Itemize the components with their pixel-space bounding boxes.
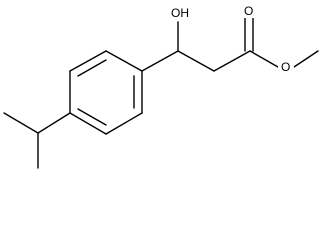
atom-labels: OH O O bbox=[169, 4, 294, 74]
ring-double-bond bbox=[77, 59, 107, 77]
methoxy-bond bbox=[293, 50, 319, 68]
carbinol-bond bbox=[141, 50, 179, 72]
ester-bond bbox=[249, 50, 279, 68]
isopropyl-bond bbox=[3, 112, 39, 134]
methylene-bond bbox=[177, 50, 215, 72]
side-chain bbox=[141, 17, 319, 72]
carbonyl-oxygen-label: O bbox=[244, 4, 253, 18]
isopropyl-group bbox=[3, 112, 71, 169]
ring-bond bbox=[105, 50, 143, 72]
benzene-ring bbox=[69, 50, 143, 135]
ring-double-bond bbox=[77, 108, 107, 126]
carbonyl-carbon-bond bbox=[213, 50, 251, 72]
ring-bond bbox=[69, 112, 107, 135]
ring-bond bbox=[105, 112, 143, 135]
chemical-structure: OH O O bbox=[3, 4, 319, 169]
ester-oxygen-label: O bbox=[281, 60, 290, 74]
ring-bond bbox=[69, 50, 107, 72]
isopropyl-bond bbox=[37, 112, 71, 134]
hydroxyl-label: OH bbox=[171, 6, 189, 20]
